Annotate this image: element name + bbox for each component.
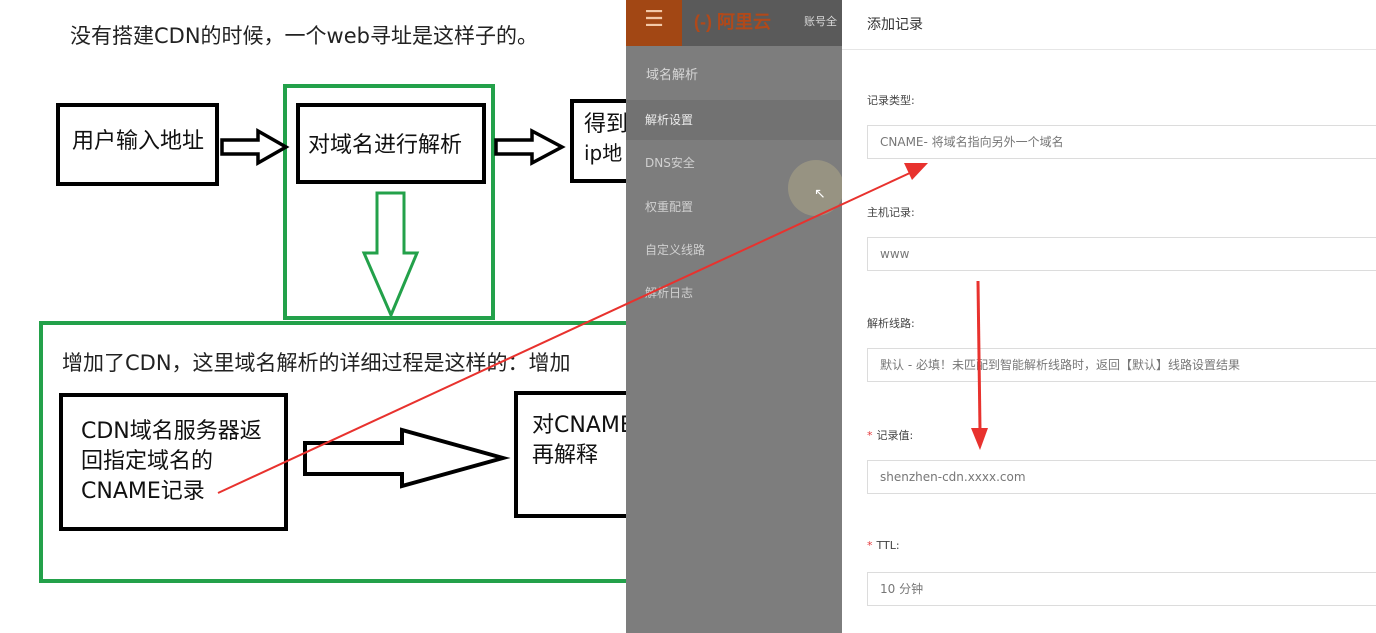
record-type-label-text: 记录类型:: [867, 94, 915, 107]
nav-item-custom-line[interactable]: 自定义线路: [645, 243, 706, 257]
box-cdn-return-line2: 回指定域名的: [81, 449, 214, 474]
box-get-ip-line2: ip地: [584, 141, 623, 165]
panel-title: 添加记录: [867, 17, 923, 33]
account-link[interactable]: 账号全: [804, 15, 837, 28]
arrow-user-to-resolve: [220, 127, 290, 167]
resolve-line-select[interactable]: 默认 - 必填！未匹配到智能解析线路时，返回【默认】线路设置结果: [867, 348, 1376, 382]
box-get-ip: 得到 ip地: [570, 99, 626, 183]
slide-title: 没有搭建CDN的时候，一个web寻址是这样子的。: [70, 24, 538, 48]
ttl-label-text: TTL:: [876, 539, 900, 552]
arrow-cdn-to-cname: [303, 427, 511, 489]
nav-section-title[interactable]: 域名解析: [646, 68, 699, 83]
host-record-input[interactable]: www: [867, 237, 1376, 271]
record-type-select[interactable]: CNAME- 将域名指向另外一个域名: [867, 125, 1376, 159]
record-value-label-text: 记录值:: [876, 429, 914, 442]
record-value-input[interactable]: shenzhen-cdn.xxxx.com: [867, 460, 1376, 494]
add-record-panel: 添加记录 记录类型: CNAME- 将域名指向另外一个域名 主机记录: www …: [842, 0, 1376, 633]
host-record-label-text: 主机记录:: [867, 206, 915, 219]
box-get-ip-line1: 得到: [584, 112, 626, 137]
mouse-cursor-icon: ↖: [814, 186, 826, 202]
flow-arrows: [220, 127, 566, 489]
box-user-input: 用户输入地址: [56, 103, 219, 186]
record-value-label: *记录值:: [867, 427, 913, 443]
box-user-input-label: 用户输入地址: [72, 129, 205, 154]
nav-item-resolve-settings[interactable]: 解析设置: [626, 100, 842, 140]
console-topbar: ☰ (-) 阿里云 账号全: [626, 0, 842, 46]
hamburger-icon[interactable]: ☰: [626, 0, 682, 46]
required-mark: *: [867, 539, 873, 552]
resolve-line-label-text: 解析线路:: [867, 317, 915, 330]
box-cdn-return-line3: CNAME记录: [81, 479, 205, 504]
aliyun-logo[interactable]: (-) 阿里云: [694, 12, 771, 32]
aliyun-console: ☰ (-) 阿里云 账号全 域名解析 解析设置 DNS安全 权重配置 自定义线路…: [626, 0, 844, 633]
arrow-down-green: [361, 191, 420, 319]
record-type-label: 记录类型:: [867, 92, 915, 108]
host-record-label: 主机记录:: [867, 204, 915, 220]
ttl-select[interactable]: 10 分钟: [867, 572, 1376, 606]
panel-divider: [842, 49, 1376, 50]
nav-item-dns-security[interactable]: DNS安全: [645, 156, 695, 170]
slide-diagram: 没有搭建CDN的时候，一个web寻址是这样子的。 用户输入地址 对域名进行解析 …: [0, 0, 626, 633]
ttl-label: *TTL:: [867, 539, 900, 552]
required-mark: *: [867, 429, 873, 442]
nav-item-resolve-log[interactable]: 解析日志: [645, 286, 694, 300]
box-resolve-domain-label: 对域名进行解析: [308, 133, 463, 158]
arrow-resolve-to-ip: [494, 128, 566, 166]
resolve-line-label: 解析线路:: [867, 315, 915, 331]
